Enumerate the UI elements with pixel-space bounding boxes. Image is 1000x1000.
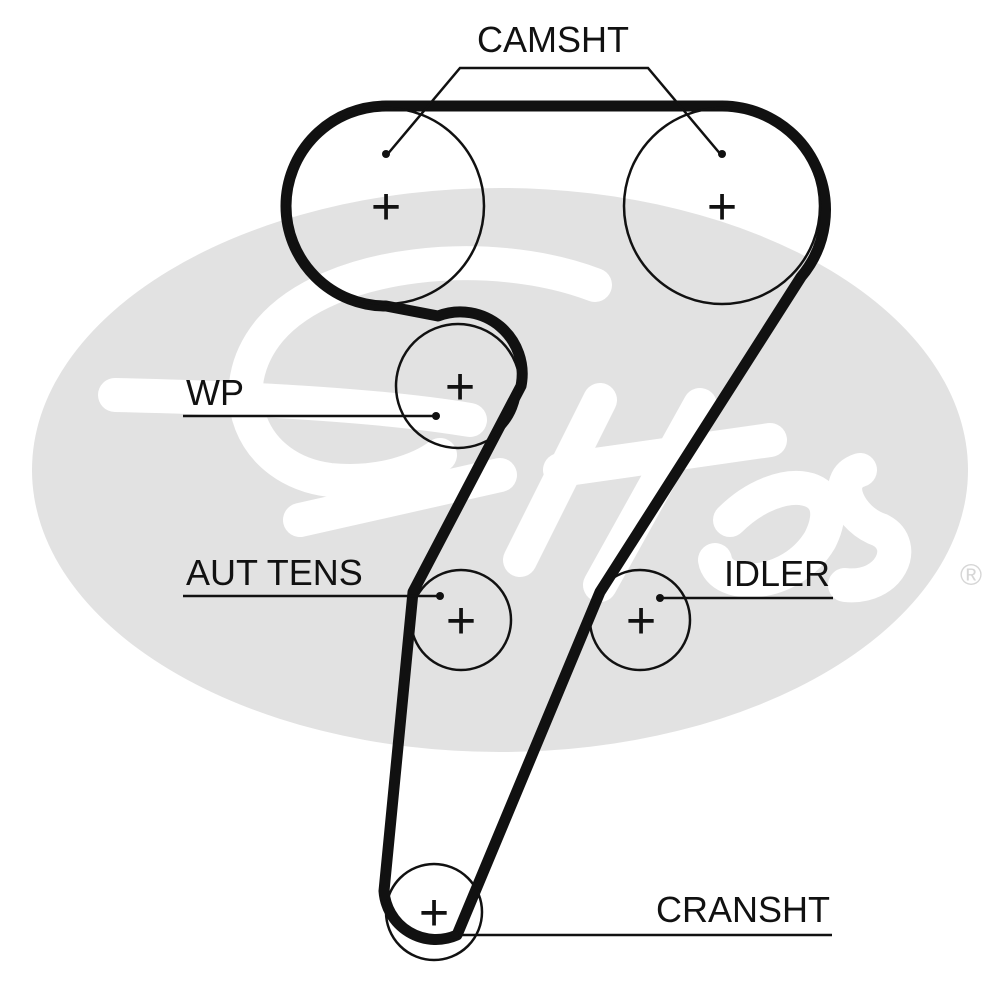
idler-pulley [588, 568, 692, 672]
center-mark: + [371, 178, 401, 236]
center-mark: + [446, 592, 476, 650]
auto-tensioner-label: AUT TENS [186, 552, 363, 593]
camshaft-leader [385, 66, 723, 157]
camshaft-label: CAMSHT [477, 19, 629, 60]
camshaft-pulley-left [286, 106, 486, 306]
center-mark: + [707, 178, 737, 236]
center-mark: + [419, 884, 449, 942]
registered-trademark-mark: ® [960, 559, 982, 592]
timing-belt [280, 100, 831, 945]
auto-tensioner-pulley [409, 568, 513, 672]
water-pump-label: WP [186, 372, 244, 413]
camshaft-pulley-right [622, 106, 822, 306]
crankshaft-pulley [384, 862, 484, 962]
gates-watermark-logo: ® [32, 188, 982, 752]
center-mark: + [626, 592, 656, 650]
leader-lines [183, 66, 833, 937]
crankshaft-label: CRANSHT [656, 889, 830, 930]
center-mark: + [445, 358, 475, 416]
leader-dots [382, 150, 726, 939]
water-pump-pulley [394, 322, 522, 450]
idler-label: IDLER [724, 553, 830, 594]
